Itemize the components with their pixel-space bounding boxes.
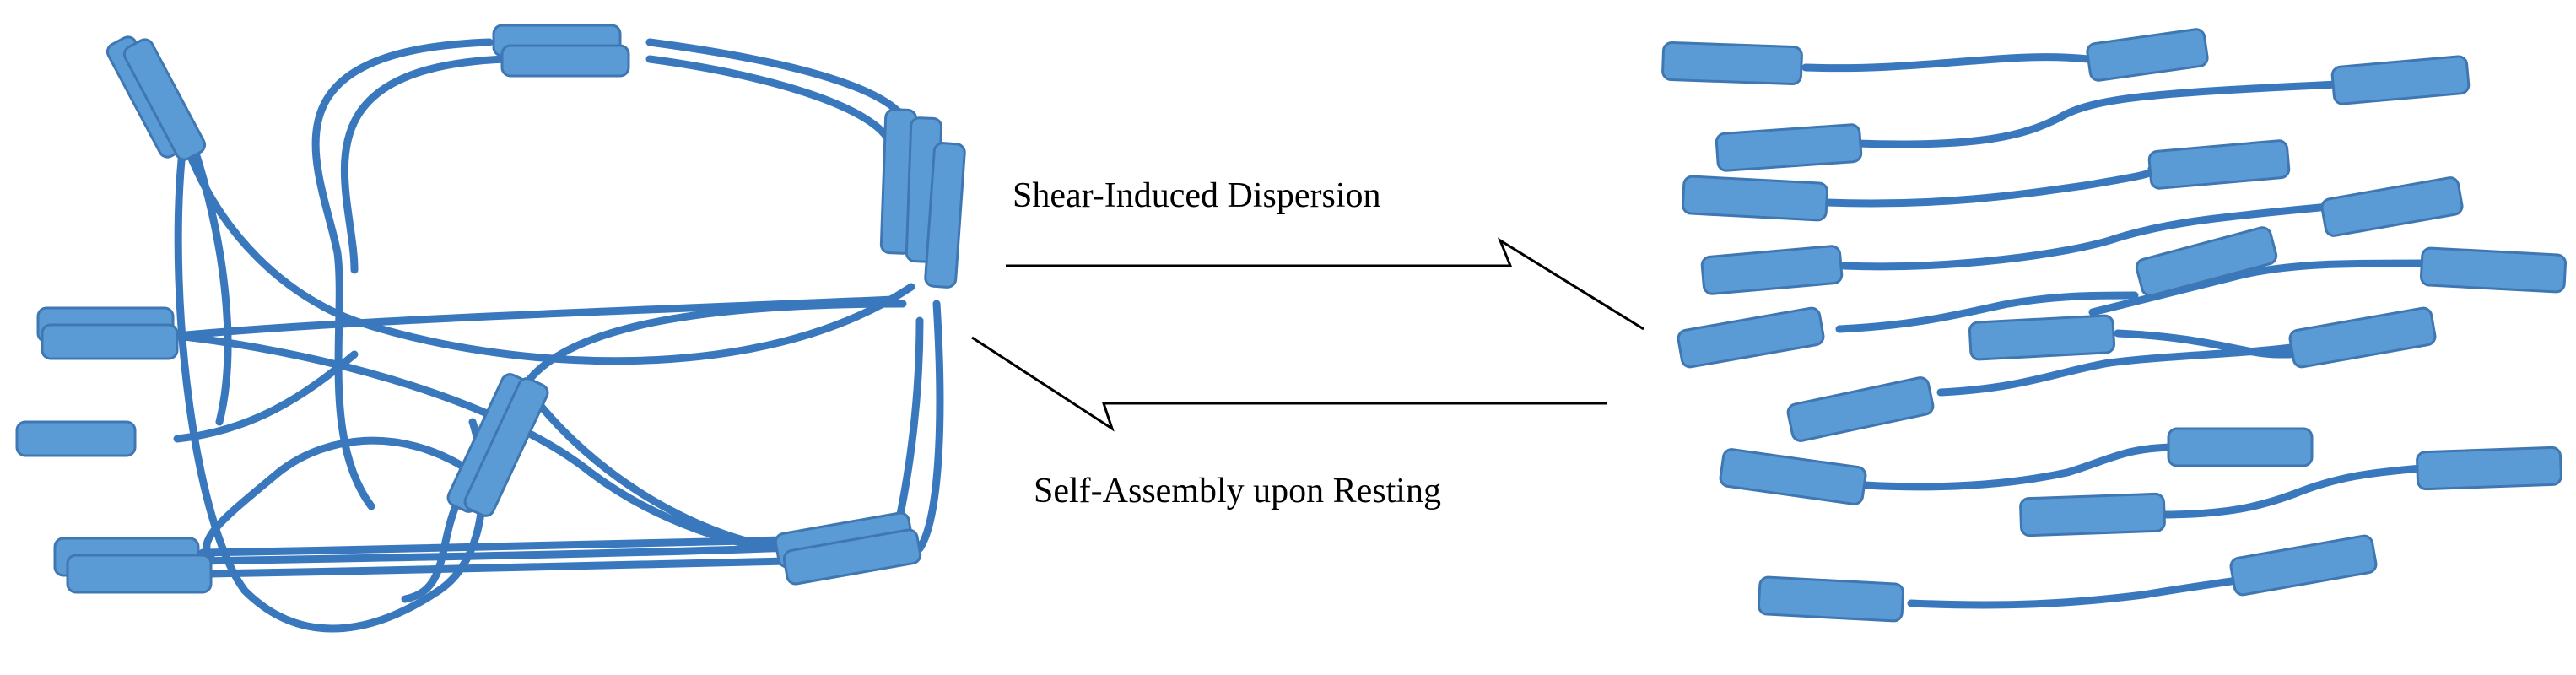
rod xyxy=(122,38,207,161)
chain-path xyxy=(181,139,915,365)
entangled-network xyxy=(15,24,966,633)
rod xyxy=(15,420,137,457)
chain-path xyxy=(1839,202,2333,271)
chain-path xyxy=(1852,80,2341,148)
rod xyxy=(924,142,966,289)
forward-arrow xyxy=(1006,237,1644,331)
rod xyxy=(500,44,630,78)
chain-path xyxy=(173,350,359,443)
rod xyxy=(2419,246,2568,294)
rod xyxy=(2167,427,2314,467)
rod xyxy=(66,554,213,594)
chain-path xyxy=(1936,342,2308,397)
rod xyxy=(1786,376,1935,442)
chain-path xyxy=(2088,259,2434,316)
rod xyxy=(41,323,179,360)
chain-path xyxy=(174,156,487,633)
network-chains xyxy=(173,38,944,633)
chain-path xyxy=(1907,574,2257,609)
rod xyxy=(1757,575,1905,623)
chain-path xyxy=(1823,165,2157,208)
network-rods xyxy=(15,24,966,594)
rod xyxy=(2416,446,2562,491)
chain-path xyxy=(190,143,232,426)
rod xyxy=(463,377,549,517)
reverse-arrow xyxy=(971,336,1607,432)
rod xyxy=(1715,123,1863,172)
chain-path xyxy=(203,436,477,561)
rod xyxy=(782,528,922,586)
rod xyxy=(2320,176,2464,237)
chain-path xyxy=(645,55,894,148)
chain-path xyxy=(198,536,789,557)
rod xyxy=(1681,175,1829,222)
chain-path xyxy=(311,38,494,510)
rod xyxy=(1677,306,1825,369)
chain-path xyxy=(2156,464,2426,519)
rod xyxy=(1661,40,1803,86)
rod xyxy=(2229,534,2378,597)
rod xyxy=(2147,139,2291,190)
rod xyxy=(2288,306,2437,369)
chain-path xyxy=(207,557,793,578)
rod xyxy=(2135,226,2278,297)
chain-path xyxy=(645,38,911,127)
chain-path xyxy=(1835,291,2139,333)
chain-path xyxy=(340,55,510,274)
rod xyxy=(2330,55,2471,105)
rod xyxy=(2019,492,2166,537)
chain-path xyxy=(519,300,907,392)
chain-path xyxy=(1860,443,2181,491)
reverse-process-label: Self-Assembly upon Resting xyxy=(1034,472,1441,510)
chain-path xyxy=(915,300,944,553)
chain-path xyxy=(536,401,797,553)
rod xyxy=(2086,28,2209,82)
rod xyxy=(1700,245,1844,295)
forward-process-label: Shear-Induced Dispersion xyxy=(1013,176,1381,215)
rod xyxy=(1968,314,2116,361)
dispersed-chains xyxy=(1661,28,2568,623)
chain-path xyxy=(890,316,924,544)
chain-path xyxy=(401,502,460,603)
chain-path xyxy=(173,332,789,553)
chain-path xyxy=(1801,53,2093,73)
rod xyxy=(1719,448,1867,505)
